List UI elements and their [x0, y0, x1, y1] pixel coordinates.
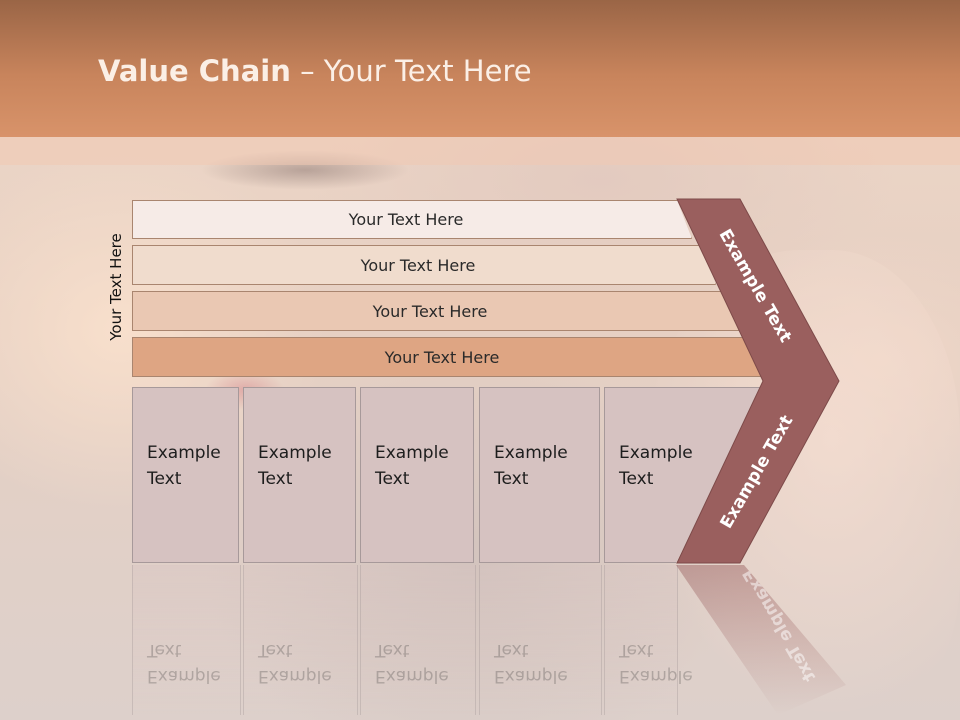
primary-column-2: Example Text: [243, 387, 356, 563]
support-row-4-label: Your Text Here: [384, 347, 500, 367]
title-bar-band: [0, 137, 960, 165]
primary-column-2-line1: Example: [258, 443, 332, 463]
primary-column-4-line1: Example: [494, 443, 568, 463]
support-row-3-label: Your Text Here: [372, 301, 488, 321]
slide-title-rest: – Your Text Here: [290, 54, 532, 88]
support-row-1-label: Your Text Here: [348, 210, 464, 229]
primary-column-3: Example Text: [360, 387, 474, 563]
primary-column-4: Example Text: [479, 387, 600, 563]
primary-column-1-line2: Text: [147, 469, 182, 489]
slide-title: Value Chain – Your Text Here: [98, 54, 532, 88]
primary-column-3-line2: Text: [375, 469, 410, 489]
support-row-2-label: Your Text Here: [360, 255, 476, 275]
primary-column-5-line2: Text: [619, 469, 654, 489]
support-row-3: Your Text Here: [132, 291, 740, 331]
primary-column-1-line1: Example: [147, 443, 221, 463]
primary-column-3-line1: Example: [375, 443, 449, 463]
primary-column-4-line2: Text: [494, 469, 529, 489]
primary-column-2-line2: Text: [258, 469, 293, 489]
primary-column-1: Example Text: [132, 387, 239, 563]
support-row-1: Your Text Here: [132, 200, 692, 239]
slide-title-main: Value Chain: [98, 54, 291, 88]
primary-column-5-line1: Example: [619, 443, 693, 463]
side-label: Your Text Here: [107, 233, 125, 341]
support-row-4: Your Text Here: [132, 337, 764, 377]
title-bar: [0, 0, 960, 137]
support-row-2: Your Text Here: [132, 245, 716, 285]
